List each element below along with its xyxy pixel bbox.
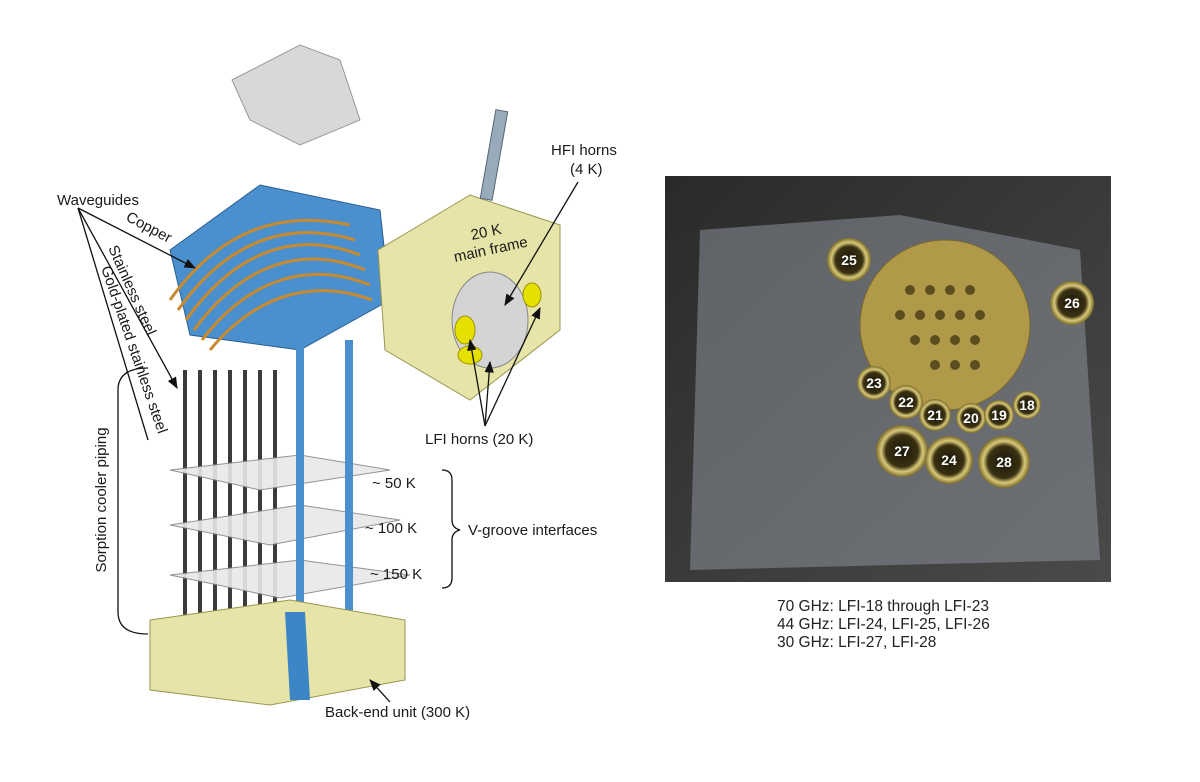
horn-strut bbox=[479, 109, 509, 201]
horn-25 bbox=[827, 238, 871, 282]
horn-20 bbox=[956, 403, 986, 433]
label-waveguides: Waveguides bbox=[57, 192, 139, 209]
arrow-copper bbox=[77, 207, 197, 269]
caption-30ghz: 30 GHz: LFI-27, LFI-28 bbox=[777, 634, 937, 651]
arrow-stainless bbox=[77, 207, 178, 390]
horn-label-25: 25 bbox=[841, 252, 857, 268]
horn-26 bbox=[1050, 281, 1094, 325]
back-end-unit bbox=[149, 599, 406, 706]
horn-label-26: 26 bbox=[1064, 295, 1080, 311]
label-150k: ~ 150 K bbox=[370, 566, 422, 583]
horn-label-21: 21 bbox=[927, 407, 943, 423]
horn-23 bbox=[857, 366, 891, 400]
horn-label-18: 18 bbox=[1019, 397, 1035, 413]
label-back-end-unit: Back-end unit (300 K) bbox=[325, 704, 470, 721]
horn-label-24: 24 bbox=[941, 452, 957, 468]
label-hfi-horns-temp: (4 K) bbox=[570, 161, 603, 178]
horn-label-22: 22 bbox=[898, 394, 914, 410]
lfi-instrument-drawing bbox=[149, 44, 561, 706]
back-end-unit-blue-legs bbox=[285, 612, 310, 700]
arrow-lfi-3 bbox=[484, 306, 541, 427]
horn-22 bbox=[889, 385, 923, 419]
horn-label-28: 28 bbox=[996, 454, 1012, 470]
caption-44ghz: 44 GHz: LFI-24, LFI-25, LFI-26 bbox=[777, 616, 990, 633]
horn-21 bbox=[919, 399, 951, 431]
horn-27 bbox=[876, 425, 928, 477]
arrow-back-end bbox=[369, 679, 391, 703]
arrow-lfi-1 bbox=[467, 338, 486, 427]
horn-28 bbox=[978, 436, 1030, 488]
label-50k: ~ 50 K bbox=[372, 475, 416, 492]
label-lfi-horns: LFI horns (20 K) bbox=[425, 431, 533, 448]
arrow-hfi-horns bbox=[504, 181, 579, 307]
label-sorption-cooler: Sorption cooler piping bbox=[93, 427, 110, 572]
v-groove-bracket bbox=[441, 469, 461, 589]
hfi-horn-holes bbox=[895, 285, 985, 370]
arrow-lfi-2 bbox=[484, 360, 494, 427]
horn-18 bbox=[1013, 391, 1041, 419]
label-100k: ~ 100 K bbox=[365, 520, 417, 537]
label-main-frame-temp: 20 K bbox=[469, 221, 503, 244]
caption-70ghz: 70 GHz: LFI-18 through LFI-23 bbox=[777, 598, 989, 615]
horn-label-27: 27 bbox=[894, 443, 910, 459]
blue-struts bbox=[296, 340, 353, 620]
label-copper: Copper bbox=[123, 209, 174, 247]
horn-label-20: 20 bbox=[963, 410, 979, 426]
sorption-cooler-top bbox=[231, 44, 361, 146]
label-hfi-horns: HFI horns bbox=[551, 142, 617, 159]
horn-19 bbox=[984, 400, 1014, 430]
horn-label-23: 23 bbox=[866, 375, 882, 391]
horn-label-19: 19 bbox=[991, 407, 1007, 423]
label-v-groove: V-groove interfaces bbox=[468, 522, 597, 539]
lfi-focal-plane-render: 25 26 23 22 21 20 19 18 27 24 28 bbox=[665, 176, 1111, 582]
copper-waveguides bbox=[168, 218, 373, 351]
horn-24 bbox=[925, 436, 973, 484]
arrow-gold-plated bbox=[77, 207, 149, 441]
sorption-bracket bbox=[117, 367, 149, 635]
